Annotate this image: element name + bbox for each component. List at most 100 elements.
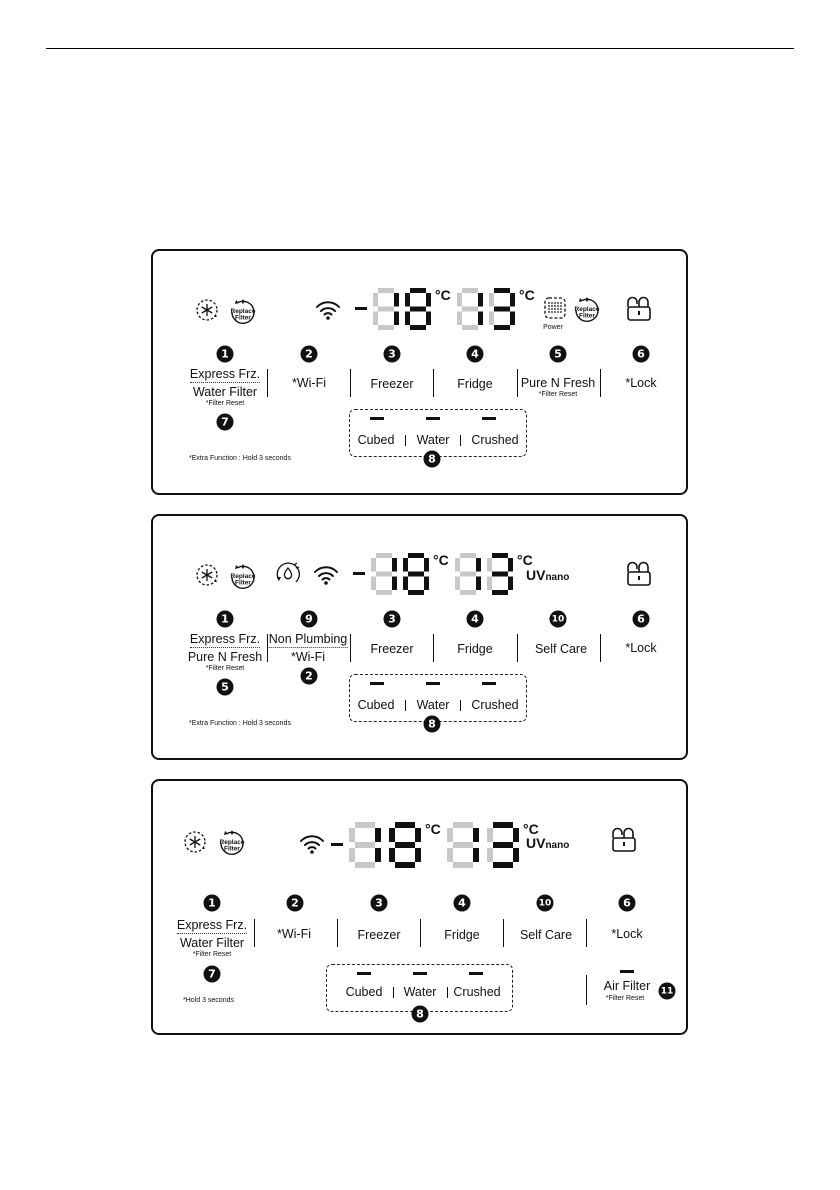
water-button[interactable]: Water bbox=[416, 698, 450, 712]
crushed-button[interactable]: Crushed bbox=[471, 698, 519, 712]
wifi-icon bbox=[313, 564, 339, 586]
control-panel-3: Replace Filter °C°C UVnano 1 2 3 4 10 6 … bbox=[151, 779, 688, 1035]
separator bbox=[460, 435, 461, 446]
callout-2: 2 bbox=[300, 345, 318, 363]
non-plumbing-icon bbox=[274, 560, 302, 588]
separator bbox=[586, 919, 587, 947]
pure-n-fresh-button[interactable]: Pure N Fresh bbox=[187, 650, 263, 664]
separator bbox=[405, 435, 406, 446]
svg-text:Replace: Replace bbox=[231, 573, 256, 580]
power-label: Power bbox=[543, 324, 563, 331]
cubed-button[interactable]: Cubed bbox=[345, 985, 383, 999]
callout-10: 10 bbox=[549, 610, 567, 628]
lock-button[interactable]: *Lock bbox=[625, 641, 657, 655]
callout-4: 4 bbox=[453, 894, 471, 912]
express-freeze-button[interactable]: Express Frz. bbox=[176, 918, 248, 934]
callout-6: 6 bbox=[632, 610, 650, 628]
express-freeze-icon bbox=[182, 829, 208, 855]
callout-1: 1 bbox=[216, 345, 234, 363]
wifi-button[interactable]: *Wi-Fi bbox=[291, 376, 327, 390]
svg-text:Replace: Replace bbox=[575, 306, 600, 313]
callout-2: 2 bbox=[286, 894, 304, 912]
extra-function-note: *Extra Function : Hold 3 seconds bbox=[189, 455, 291, 462]
separator bbox=[350, 369, 351, 397]
callout-5: 5 bbox=[549, 345, 567, 363]
air-filter-button[interactable]: Air Filter bbox=[603, 979, 651, 993]
callout-8: 8 bbox=[411, 1005, 429, 1023]
callout-4: 4 bbox=[466, 345, 484, 363]
separator bbox=[460, 700, 461, 711]
fridge-button[interactable]: Fridge bbox=[444, 928, 480, 942]
callout-8: 8 bbox=[423, 715, 441, 733]
indicator-cubed bbox=[370, 417, 384, 420]
water-filter-button[interactable]: Water Filter bbox=[192, 385, 258, 399]
water-button[interactable]: Water bbox=[403, 985, 437, 999]
fridge-button[interactable]: Fridge bbox=[457, 377, 493, 391]
wifi-button[interactable]: *Wi-Fi bbox=[290, 650, 326, 664]
wifi-button[interactable]: *Wi-Fi bbox=[276, 927, 312, 941]
self-care-button[interactable]: Self Care bbox=[534, 642, 588, 656]
fridge-button[interactable]: Fridge bbox=[457, 642, 493, 656]
separator bbox=[393, 987, 394, 998]
separator bbox=[267, 634, 268, 662]
callout-7: 7 bbox=[203, 965, 221, 983]
separator bbox=[405, 700, 406, 711]
callout-1: 1 bbox=[216, 610, 234, 628]
callout-11: 11 bbox=[658, 982, 676, 1000]
express-freeze-icon bbox=[194, 562, 220, 588]
water-button[interactable]: Water bbox=[416, 433, 450, 447]
svg-text:°C: °C bbox=[519, 287, 535, 303]
separator bbox=[447, 987, 448, 998]
separator bbox=[517, 634, 518, 662]
callout-3: 3 bbox=[383, 610, 401, 628]
callout-1: 1 bbox=[203, 894, 221, 912]
crushed-button[interactable]: Crushed bbox=[471, 433, 519, 447]
lock-icon bbox=[624, 560, 654, 588]
filter-reset-note: *Filter Reset bbox=[192, 951, 232, 958]
separator bbox=[517, 369, 518, 397]
callout-7: 7 bbox=[216, 413, 234, 431]
wifi-icon bbox=[299, 833, 325, 855]
replace-filter-icon: Replace Filter bbox=[228, 562, 258, 592]
indicator-cubed bbox=[370, 682, 384, 685]
callout-8: 8 bbox=[423, 450, 441, 468]
replace-filter-icon: Replace Filter bbox=[228, 297, 258, 327]
svg-text:°C: °C bbox=[435, 287, 451, 303]
callout-4: 4 bbox=[466, 610, 484, 628]
crushed-button[interactable]: Crushed bbox=[453, 985, 501, 999]
svg-text:Filter: Filter bbox=[235, 580, 251, 587]
freezer-button[interactable]: Freezer bbox=[370, 377, 414, 391]
freezer-button[interactable]: Freezer bbox=[370, 642, 414, 656]
indicator-water bbox=[413, 972, 427, 975]
callout-3: 3 bbox=[370, 894, 388, 912]
callout-10: 10 bbox=[536, 894, 554, 912]
power-icon bbox=[542, 295, 568, 323]
express-freeze-button[interactable]: Express Frz. bbox=[189, 632, 261, 648]
separator bbox=[433, 634, 434, 662]
svg-text:Filter: Filter bbox=[235, 315, 251, 322]
svg-text:Replace: Replace bbox=[231, 308, 256, 315]
water-filter-button[interactable]: Water Filter bbox=[179, 936, 245, 950]
indicator-crushed bbox=[469, 972, 483, 975]
control-panel-1: Replace Filter °C °C Power Replace Filter… bbox=[151, 249, 688, 495]
express-freeze-icon bbox=[194, 297, 220, 323]
self-care-button[interactable]: Self Care bbox=[519, 928, 573, 942]
freezer-button[interactable]: Freezer bbox=[357, 928, 401, 942]
indicator-water bbox=[426, 682, 440, 685]
separator bbox=[586, 975, 587, 1005]
indicator-crushed bbox=[482, 417, 496, 420]
lock-icon bbox=[624, 295, 654, 323]
lock-button[interactable]: *Lock bbox=[625, 376, 657, 390]
callout-9: 9 bbox=[300, 610, 318, 628]
non-plumbing-button[interactable]: Non Plumbing bbox=[268, 632, 348, 648]
lock-button[interactable]: *Lock bbox=[611, 927, 643, 941]
cubed-button[interactable]: Cubed bbox=[357, 698, 395, 712]
separator bbox=[420, 919, 421, 947]
replace-filter-icon: Replace Filter bbox=[572, 295, 602, 325]
replace-filter-icon: Replace Filter bbox=[217, 828, 247, 858]
wifi-icon bbox=[315, 299, 341, 321]
pure-n-fresh-button[interactable]: Pure N Fresh bbox=[520, 376, 596, 390]
express-freeze-button[interactable]: Express Frz. bbox=[189, 367, 261, 383]
svg-text:Replace: Replace bbox=[220, 839, 245, 846]
cubed-button[interactable]: Cubed bbox=[357, 433, 395, 447]
